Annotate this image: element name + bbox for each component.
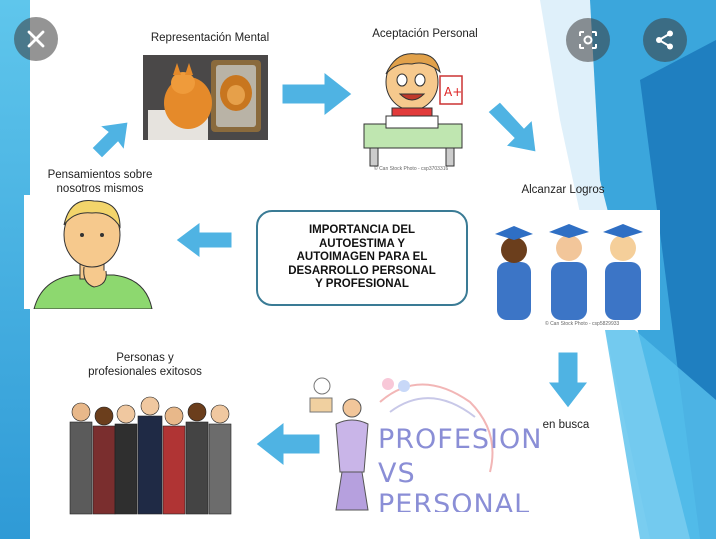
label-alcanzar-logros: Alcanzar Logros: [521, 184, 605, 196]
arrow-down-right: [548, 352, 588, 409]
business-people-image: [65, 392, 245, 522]
label-aceptacion-personal: Aceptación Personal: [372, 28, 478, 40]
graduates-image: © Can Stock Photo - csp5829933: [485, 210, 660, 330]
thinking-man-image: [24, 195, 159, 309]
watermark-graduates: © Can Stock Photo - csp5829933: [545, 321, 620, 327]
center-title: IMPORTANCIA DEL AUTOESTIMA Y AUTOIMAGEN …: [288, 224, 436, 291]
center-title-box: IMPORTANCIA DEL AUTOESTIMA Y AUTOIMAGEN …: [256, 210, 468, 306]
profesional-text: PROFESIONAL: [378, 424, 540, 455]
arrow-diagonal-down: [487, 101, 537, 153]
share-icon: [656, 30, 673, 50]
close-button[interactable]: [14, 17, 58, 61]
watermark-student: © Can Stock Photo - csp3703316: [374, 166, 449, 172]
label-en-busca: en busca: [542, 419, 590, 431]
label-representacion-mental: Representación Mental: [150, 32, 270, 44]
vs-personal-text: VS PERSONAL: [378, 458, 531, 512]
profesional-vs-personal-graphic: PROFESIONAL VS PERSONAL: [300, 372, 540, 512]
student-aplus-image: A+ © Can Stock Photo - csp3703316: [356, 46, 468, 174]
arrow-left-middle: [176, 222, 233, 258]
lens-search-button[interactable]: [566, 18, 610, 62]
svg-text:A+: A+: [444, 85, 462, 99]
cat-lion-mirror-image: [143, 55, 268, 140]
label-personas-exitosos: Personas y profesionales exitosos: [88, 352, 202, 378]
lens-icon: [579, 31, 597, 49]
arrow-right-top: [282, 70, 353, 118]
share-button[interactable]: [643, 18, 687, 62]
close-icon: [27, 30, 45, 48]
label-pensamientos: Pensamientos sobre nosotros mismos: [47, 169, 153, 195]
arrow-diagonal-up: [91, 121, 129, 159]
arrow-left-bottom: [256, 422, 321, 466]
